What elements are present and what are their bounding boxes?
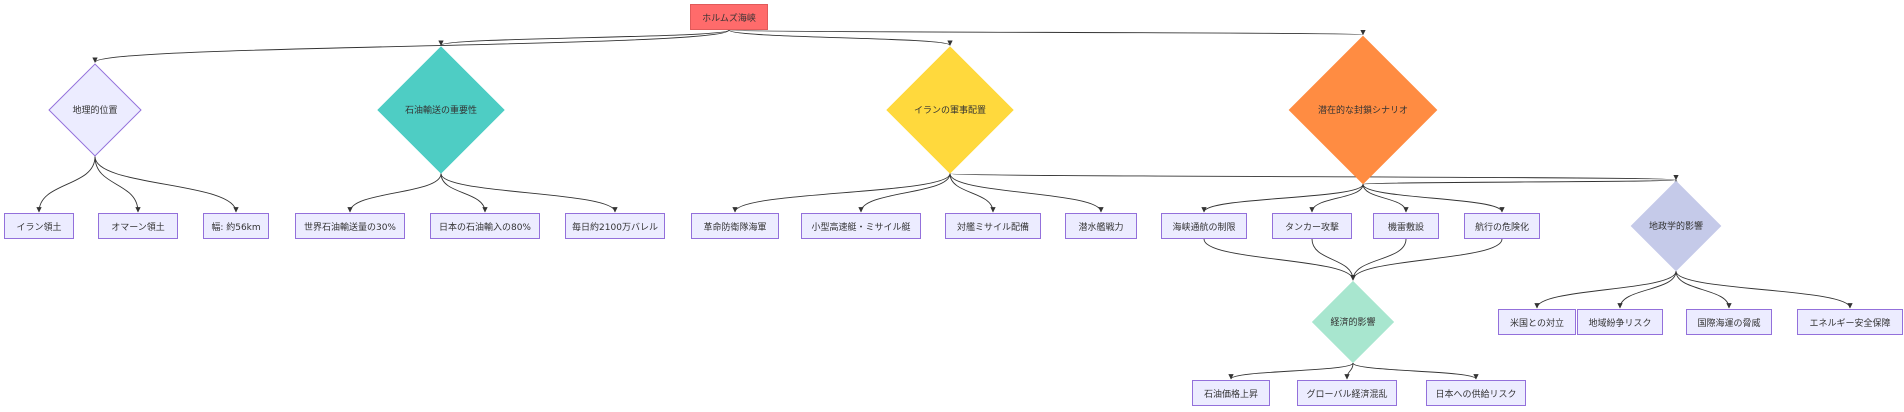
node-p3: 国際海運の脅威 [1686,309,1772,335]
node-b4: 航行の危険化 [1464,213,1540,239]
node-label-i3: 対艦ミサイル配備 [956,222,1029,233]
node-label-i4: 潜水艦戦力 [1078,222,1124,233]
edge-blockade-to-b4 [1362,184,1505,213]
node-o2: 日本の石油輸入の80% [430,213,540,239]
edge-root-to-blockade [728,29,1365,36]
edge-blockade-to-b3 [1362,184,1409,213]
node-p2: 地域紛争リスク [1577,309,1663,335]
node-label-e3: 日本への供給リスク [1435,389,1517,400]
node-label-b3: 機雷敷設 [1387,222,1424,233]
edge-econ-to-e2 [1344,362,1354,380]
edge-econ-to-e1 [1228,362,1354,380]
node-label-geopol: 地政学的影響 [1648,222,1703,233]
node-label-econ: 経済的影響 [1330,318,1376,329]
edge-geopol-to-p1 [1534,271,1677,309]
edge-root-to-geo [92,29,730,63]
node-label-oil: 石油輸送の重要性 [404,106,477,117]
edge-geo-to-g1 [36,156,96,213]
edge-iran-to-i3 [949,173,996,213]
node-econ: 経済的影響 [1311,280,1394,363]
node-label-o2: 日本の石油輸入の80% [438,222,531,233]
node-label-i2: 小型高速艇・ミサイル艇 [811,222,911,233]
edge-oil-to-o2 [440,173,488,213]
node-o3: 毎日約2100万バレル [565,213,665,239]
node-label-p3: 国際海運の脅威 [1697,318,1761,329]
node-root: ホルムズ海峡 [690,4,768,30]
node-label-blockade: 潜在的な封鎖シナリオ [1317,106,1408,117]
node-label-o3: 毎日約2100万バレル [572,222,658,233]
edge-iran-to-i1 [732,173,951,213]
node-g1: イラン領土 [4,213,74,239]
node-b2: タンカー攻撃 [1272,213,1352,239]
node-p1: 米国との対立 [1498,309,1576,335]
node-e2: グローバル経済混乱 [1297,380,1397,406]
node-i3: 対艦ミサイル配備 [945,213,1041,239]
node-g2: オマーン領土 [98,213,178,239]
node-i2: 小型高速艇・ミサイル艇 [801,213,921,239]
edge-blockade-to-geopol [1362,179,1679,185]
edge-geo-to-g3 [94,156,239,213]
node-label-p1: 米国との対立 [1510,318,1564,329]
node-label-e2: グローバル経済混乱 [1306,389,1388,400]
node-o1: 世界石油輸送量の30% [295,213,405,239]
node-label-p2: 地域紛争リスク [1588,318,1652,329]
edge-blockade-to-b2 [1309,184,1364,213]
node-i1: 革命防衛隊海軍 [691,213,779,239]
edge-root-to-iran [728,29,953,46]
edge-geo-to-g2 [94,156,141,213]
edge-geopol-to-p3 [1675,271,1732,309]
node-label-o1: 世界石油輸送量の30% [303,222,396,233]
node-label-p4: エネルギー安全保障 [1809,318,1891,329]
node-oil: 石油輸送の重要性 [377,46,505,174]
node-iran: イランの軍事配置 [886,46,1014,174]
node-g3: 幅: 約56km [203,213,269,239]
node-label-b4: 航行の危険化 [1474,222,1529,233]
edge-b2-to-econ [1311,238,1356,281]
edge-oil-to-o1 [347,173,442,213]
node-label-b1: 海峡通航の制限 [1172,222,1236,233]
edge-geopol-to-p2 [1617,271,1677,309]
edge-b4-to-econ [1350,238,1503,281]
node-b3: 機雷敷設 [1373,213,1439,239]
node-e1: 石油価格上昇 [1192,380,1270,406]
edge-iran-to-i4 [949,173,1104,213]
edge-blockade-to-b1 [1201,183,1364,213]
node-label-e1: 石油価格上昇 [1203,389,1258,400]
node-e3: 日本への供給リスク [1426,380,1526,406]
edge-iran-to-i2 [858,173,951,213]
node-label-g3: 幅: 約56km [211,222,261,233]
edge-b3-to-econ [1350,238,1407,281]
node-blockade: 潜在的な封鎖シナリオ [1288,35,1438,185]
edge-geopol-to-p4 [1675,271,1853,309]
node-label-i1: 革命防衛隊海軍 [703,222,767,233]
node-label-g2: オマーン領土 [111,222,165,233]
edge-root-to-oil [438,29,730,46]
edge-iran-to-geopol [949,173,1678,181]
node-label-iran: イランの軍事配置 [913,106,986,117]
edge-b1-to-econ [1203,238,1356,281]
node-label-g1: イラン領土 [16,222,62,233]
node-label-geo: 地理的位置 [72,106,118,117]
node-geo: 地理的位置 [48,63,142,157]
node-label-root: ホルムズ海峡 [702,13,756,24]
node-b1: 海峡通航の制限 [1161,213,1247,239]
edge-econ-to-e3 [1352,362,1479,380]
node-p4: エネルギー安全保障 [1797,309,1903,335]
node-i4: 潜水艦戦力 [1065,213,1137,239]
node-geopol: 地政学的影響 [1630,180,1722,272]
node-label-b2: タンカー攻撃 [1284,222,1339,233]
edge-oil-to-o3 [440,173,618,213]
